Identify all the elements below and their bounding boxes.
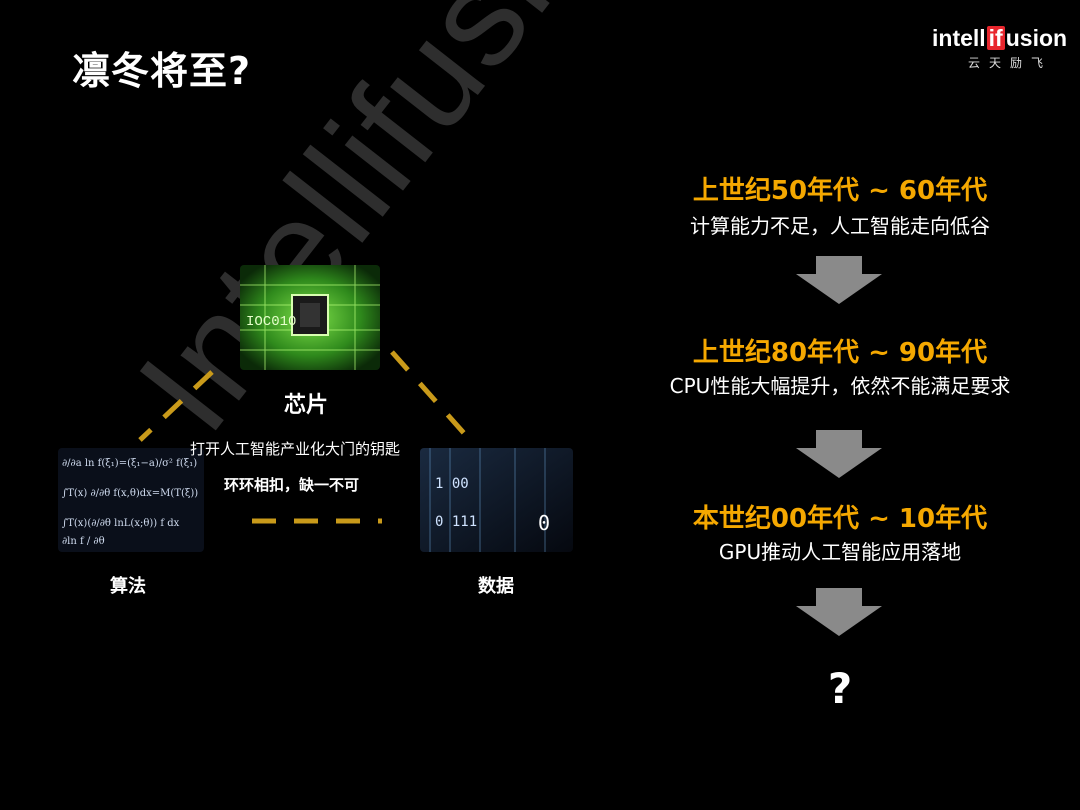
slide-title: 凛冬将至? bbox=[72, 40, 251, 95]
svg-text:∂ln f / ∂θ: ∂ln f / ∂θ bbox=[62, 536, 105, 547]
era-2-label: 上世纪80年代 ~ 90年代 bbox=[600, 332, 1080, 369]
down-arrow-icon bbox=[796, 588, 882, 636]
era-3-description: GPU推动人工智能应用落地 bbox=[600, 536, 1080, 565]
algorithm-image: ∂/∂a ln f(ξ₁)=(ξ₁−a)/σ² f(ξ₁) ∫T(x) ∂/∂θ… bbox=[58, 448, 204, 552]
era-1-description: 计算能力不足，人工智能走向低谷 bbox=[600, 210, 1080, 239]
era-1-label: 上世纪50年代 ~ 60年代 bbox=[600, 170, 1080, 207]
svg-text:∂/∂a ln f(ξ₁)=(ξ₁−a)/σ² f(ξ₁): ∂/∂a ln f(ξ₁)=(ξ₁−a)/σ² f(ξ₁) bbox=[62, 458, 197, 469]
logo-word-part-end: usion bbox=[1006, 25, 1067, 51]
data-label: 数据 bbox=[478, 572, 514, 598]
question-mark: ? bbox=[600, 664, 1080, 713]
logo-word-highlight: if bbox=[987, 26, 1005, 50]
svg-text:IOC010: IOC010 bbox=[246, 314, 296, 330]
data-image: 1 00 0 111 0 bbox=[420, 448, 573, 552]
era-3-label: 本世纪00年代 ~ 10年代 bbox=[600, 498, 1080, 535]
down-arrow-icon bbox=[796, 256, 882, 304]
logo-subtitle: 云天励飞 bbox=[932, 54, 1056, 71]
key-statement: 打开人工智能产业化大门的钥匙 bbox=[190, 438, 400, 459]
svg-text:1 00: 1 00 bbox=[435, 476, 469, 492]
chip-label: 芯片 bbox=[284, 387, 328, 419]
down-arrow-icon bbox=[796, 430, 882, 478]
era-2-description: CPU性能大幅提升，依然不能满足要求 bbox=[600, 370, 1080, 399]
logo-word-part: intell bbox=[932, 25, 986, 51]
chip-image: IOC010 bbox=[240, 265, 380, 370]
svg-text:0 111: 0 111 bbox=[435, 514, 477, 530]
svg-text:∫T(x)(∂/∂θ lnL(x;θ)) f dx: ∫T(x)(∂/∂θ lnL(x;θ)) f dx bbox=[62, 518, 180, 529]
algorithm-label: 算法 bbox=[110, 572, 146, 598]
svg-text:∫T(x) ∂/∂θ f(x,θ)dx=M(T(ξ)): ∫T(x) ∂/∂θ f(x,θ)dx=M(T(ξ)) bbox=[62, 488, 198, 499]
svg-text:0: 0 bbox=[538, 511, 550, 535]
link-statement: 环环相扣，缺一不可 bbox=[224, 474, 359, 495]
